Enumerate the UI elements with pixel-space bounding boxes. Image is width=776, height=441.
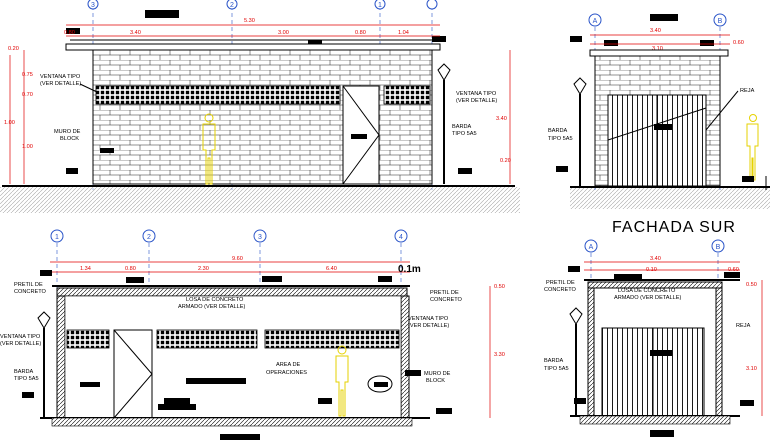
window-band — [383, 85, 431, 105]
label-barda: TIPO 5A5 — [544, 366, 569, 372]
label-ventana: (VER DETALLE) — [40, 81, 81, 87]
dim-text: 2.30 — [198, 266, 209, 272]
section-bottom-left: 1 2 3 4 9.60 1.34 0.80 2.30 6.40 0.1m — [0, 229, 505, 440]
dim-text: 0.60 — [728, 267, 739, 273]
label-area: OPERACIONES — [266, 370, 307, 376]
dim-text: 3.00 — [278, 30, 289, 36]
label-ventana: VENTANA TIPO — [408, 316, 449, 322]
label-pretil: CONCRETO — [544, 287, 577, 293]
text-redacted — [66, 28, 80, 34]
dim-text: 3.40 — [496, 116, 507, 122]
label-reja: REJA — [736, 323, 751, 329]
ground-texture-top — [0, 187, 770, 213]
person-figure — [202, 113, 216, 185]
dim-text: 1.00 — [4, 120, 15, 126]
label-barda: TIPO 5A5 — [452, 131, 477, 137]
axis-label: 1 — [378, 2, 382, 9]
text-redacted — [432, 36, 446, 42]
dim-text: 3.40 — [650, 256, 661, 262]
label-barda: BARDA — [548, 128, 568, 134]
label-area: AREA DE — [276, 362, 301, 368]
label-barda: BARDA — [14, 369, 34, 375]
label-pretil: CONCRETO — [430, 297, 463, 303]
label-pretil: CONCRETO — [14, 289, 47, 295]
label-ventana: VENTANA TIPO — [456, 91, 497, 97]
axis-bubble — [226, 0, 238, 10]
axis-bubble — [426, 0, 438, 10]
window-band — [95, 85, 341, 105]
dim-text: 0.10 — [646, 267, 657, 273]
dim-text: 6.40 — [326, 266, 337, 272]
lamp-post-right — [437, 63, 451, 184]
label-pretil: PRETIL DE — [546, 280, 575, 286]
dim-text: 0.80 — [355, 30, 366, 36]
dim-text: 1.04 — [398, 30, 409, 36]
dim-text: 0.70 — [22, 92, 33, 98]
section-bottom-right: A B 3.40 0.10 0.60 0.50 3.10 PRETIL DE C… — [544, 239, 763, 437]
dim-text: 3.40 — [650, 28, 661, 34]
label-barda: BARDA — [544, 358, 564, 364]
label-ventana: (VER DETALLE) — [0, 341, 41, 347]
axis-bubble — [87, 0, 99, 10]
axis-label: 3 — [258, 234, 262, 241]
label-muro: BLOCK — [60, 136, 79, 142]
text-redacted — [145, 10, 179, 18]
dim-text: 0.50 — [746, 282, 757, 288]
dim-text: 3.10 — [652, 46, 663, 52]
label-barda: TIPO 5A5 — [548, 136, 573, 142]
dim-text: 3.40 — [130, 30, 141, 36]
label-ventana: VENTANA TIPO — [0, 334, 41, 340]
dim-text: 1.00 — [22, 144, 33, 150]
dim-text: 0.20 — [8, 46, 19, 52]
dim-text: 3.30 — [494, 352, 505, 358]
axis-label: 4 — [399, 234, 403, 241]
label-losa: ARMADO (VER DETALLE) — [614, 295, 681, 301]
dim-text: 0.75 — [22, 72, 33, 78]
label-pretil: PRETIL DE — [430, 290, 459, 296]
elevation-top-right: A B 3.40 3.10 0.60 BARDA TIPO 5A5 REJA — [548, 13, 770, 236]
dim-text: 0.80 — [64, 30, 75, 36]
label-ventana: (VER DETALLE) — [456, 98, 497, 104]
text-redacted — [308, 40, 322, 46]
scale-note: 0.1m — [398, 264, 421, 275]
axis-bubble — [374, 0, 386, 10]
label-muro: MURO DE — [424, 371, 451, 377]
dim-text: 5.30 — [244, 18, 255, 24]
label-losa: LOSA DE CONCRETO — [186, 297, 244, 303]
dim-text: 1.34 — [80, 266, 91, 272]
label-losa: LOSA DE CONCRETO — [618, 288, 676, 294]
label-barda: TIPO 5A5 — [14, 376, 39, 382]
dim-text: 0.60 — [733, 40, 744, 46]
dim-text: 0.80 — [125, 266, 136, 272]
dim-text: 0.20 — [500, 158, 511, 164]
axis-label: 2 — [230, 2, 234, 9]
dim-text: 3.10 — [746, 366, 757, 372]
dim-text: 0.50 — [494, 284, 505, 290]
axis-label: B — [716, 244, 721, 251]
label-ventana: VENTANA TIPO — [40, 74, 81, 80]
label-losa: ARMADO (VER DETALLE) — [178, 304, 245, 310]
label-barda: BARDA — [452, 124, 472, 130]
label-muro: BLOCK — [426, 378, 445, 384]
axis-label: 2 — [147, 234, 151, 241]
label-ventana: (VER DETALLE) — [408, 323, 449, 329]
axis-label: B — [718, 18, 723, 25]
axis-label: 3 — [91, 2, 95, 9]
axis-label: A — [593, 18, 598, 25]
label-muro: MURO DE — [54, 129, 81, 135]
label-pretil: PRETIL DE — [14, 282, 43, 288]
dim-text: 9.60 — [232, 256, 243, 262]
axis-label: 1 — [55, 234, 59, 241]
axis-label: A — [589, 244, 594, 251]
elevation-top-left: 3 2 1 5.30 3.40 0.80 3.00 0.80 1.04 — [2, 0, 515, 190]
label-reja: REJA — [740, 88, 755, 94]
section-title: FACHADA SUR — [612, 219, 736, 236]
